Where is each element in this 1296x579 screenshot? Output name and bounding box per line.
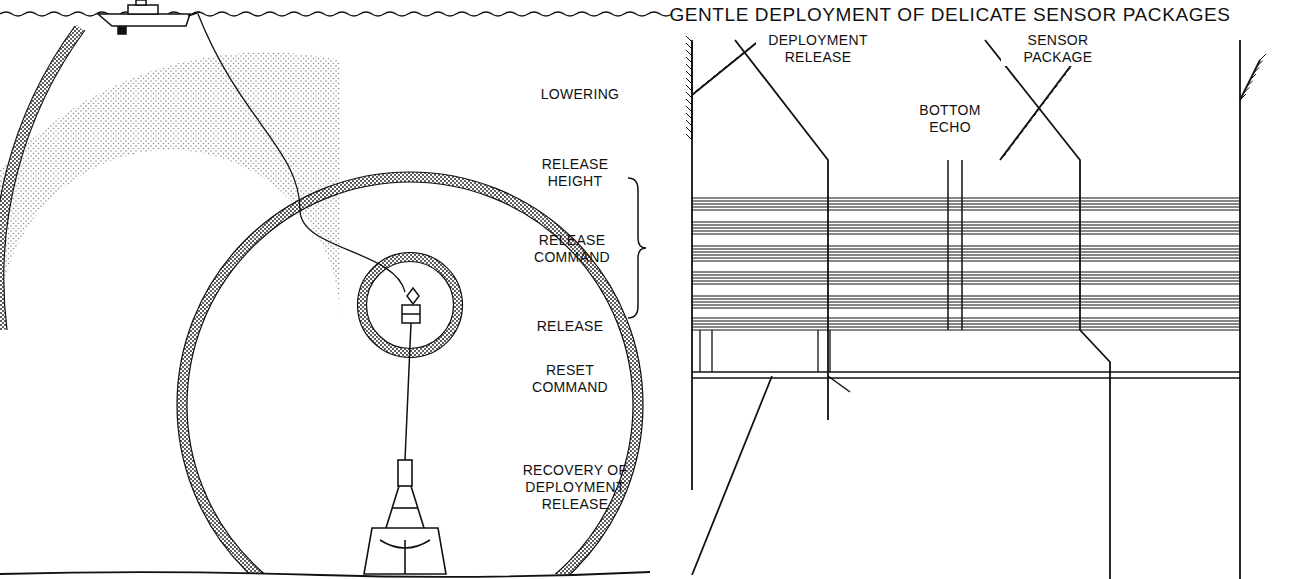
- label: LOWERING: [520, 86, 640, 103]
- sea-floor: [0, 572, 650, 577]
- timing-chart: [692, 40, 1240, 579]
- cable: [198, 14, 405, 292]
- pulse-ring: [177, 172, 643, 574]
- label: RELEASE: [515, 318, 625, 335]
- label: SENSOR PACKAGE: [1001, 32, 1115, 66]
- acoustic-zone: [0, 52, 340, 320]
- deployment-release-trace: [735, 40, 828, 420]
- sensor-package: [402, 288, 420, 460]
- deployment-release: [364, 460, 446, 574]
- label: DEPLOYMENT RELEASE: [756, 32, 880, 66]
- sensor-package-trace: [985, 40, 1110, 579]
- ship: [98, 0, 200, 34]
- label: RELEASE HEIGHT: [515, 156, 635, 190]
- recovery-trace: [692, 376, 772, 575]
- bracket: [628, 178, 646, 318]
- pulse-arc: [0, 28, 80, 330]
- label: RESET COMMAND: [510, 362, 630, 396]
- hatch-strokes: [686, 34, 1266, 330]
- label: BOTTOM ECHO: [903, 102, 997, 136]
- title: GENTLE DEPLOYMENT OF DELICATE SENSOR PAC…: [669, 4, 1230, 26]
- label: RELEASE COMMAND: [507, 232, 637, 266]
- label: RECOVERY OF DEPLOYMENT RELEASE: [515, 462, 635, 513]
